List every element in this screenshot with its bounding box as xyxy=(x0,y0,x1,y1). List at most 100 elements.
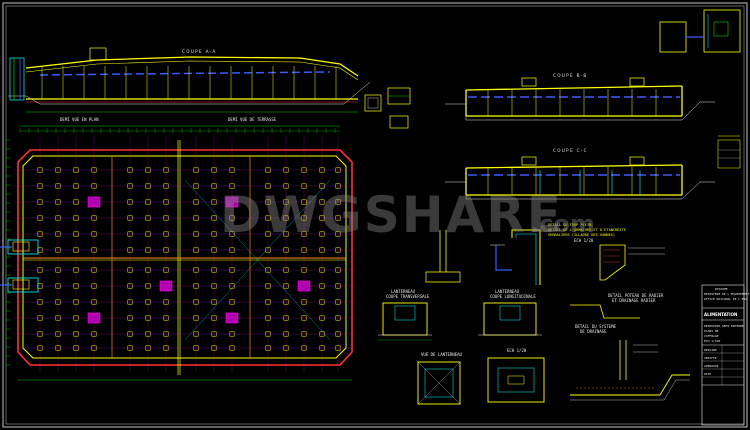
reservoir-plan: DEMI VUE EN PLAN DEMI VUE DE TERRASSE xyxy=(0,117,353,381)
plan-column-pad xyxy=(335,231,341,237)
lanterneau-a-title: LANTERNEAU xyxy=(391,289,416,294)
plan-column-pad xyxy=(229,183,235,189)
plan-column-pad xyxy=(319,283,325,289)
plan-column-pad xyxy=(265,167,271,173)
plan-column-pad xyxy=(301,299,307,305)
plan-column-pad xyxy=(55,247,61,253)
plan-column-pad xyxy=(319,247,325,253)
plan-column-pad xyxy=(193,215,199,221)
plan-column-pad xyxy=(163,199,169,205)
plan-column-pad xyxy=(127,247,133,253)
plan-column-pad xyxy=(283,267,289,273)
plan-column-pad xyxy=(193,267,199,273)
plan-column-pad xyxy=(163,183,169,189)
section-b-b: COUPE B-B xyxy=(445,73,715,121)
plan-column-pad xyxy=(211,299,217,305)
plan-column-pad xyxy=(229,167,235,173)
plan-column-pad xyxy=(265,331,271,337)
detail-vue-dessus-lanterneau: VUE DE LANTERNEAU xyxy=(417,352,463,405)
section-c-c: COUPE C-C xyxy=(445,148,715,200)
plan-column-pad xyxy=(301,315,307,321)
plan-column-pad xyxy=(55,267,61,273)
plan-column-pad xyxy=(335,167,341,173)
plan-column-pad xyxy=(229,267,235,273)
plan-column-pad xyxy=(319,167,325,173)
plan-column-pad xyxy=(283,299,289,305)
plan-column-pad xyxy=(91,345,97,351)
plan-column-pad xyxy=(127,167,133,173)
plan-column-pad xyxy=(145,345,151,351)
plan-column-pad xyxy=(55,331,61,337)
plan-column-pad xyxy=(211,215,217,221)
plan-column-pad xyxy=(55,299,61,305)
plan-column-pad xyxy=(319,299,325,305)
plan-column-pad xyxy=(163,215,169,221)
detail-small-column xyxy=(425,230,461,283)
plan-column-pad xyxy=(265,183,271,189)
plan-column-pad xyxy=(335,183,341,189)
plan-column-pad xyxy=(73,247,79,253)
plan-column-pad xyxy=(91,167,97,173)
title-block-header-2: MINISTERE DE L'EQUIPEMENT xyxy=(704,292,749,296)
vue-dessus-title: VUE DE LANTERNEAU xyxy=(421,352,463,357)
plan-column-pad xyxy=(211,331,217,337)
plan-column-pad xyxy=(55,167,61,173)
plan-column-pad xyxy=(127,231,133,237)
plan-column-pad xyxy=(301,167,307,173)
plan-column-pad xyxy=(301,183,307,189)
plan-column-pad xyxy=(283,283,289,289)
title-block-sig-1: DESSINE xyxy=(704,348,717,352)
plan-column-pad xyxy=(211,315,217,321)
plan-column-pad xyxy=(73,231,79,237)
plan-column-pad xyxy=(91,183,97,189)
plan-column-pad xyxy=(193,199,199,205)
plan-column-pad xyxy=(127,345,133,351)
plan-column-pad xyxy=(211,247,217,253)
plan-column-pad xyxy=(91,267,97,273)
plan-column-pad xyxy=(319,199,325,205)
plan-column-pad xyxy=(55,231,61,237)
detail-lanterneau-transversal: LANTERNEAU COUPE TRANSVERSALE xyxy=(378,289,432,341)
title-block-row-3: COFFRAGE xyxy=(704,334,719,338)
plan-column-pad xyxy=(55,199,61,205)
title-block-row-4: ECH 1/100 xyxy=(704,339,720,343)
plan-column-pad xyxy=(283,345,289,351)
title-block-row-2: PLANS DE xyxy=(704,329,719,333)
plan-column-pad xyxy=(283,167,289,173)
plan-column-pad xyxy=(145,247,151,253)
plan-column-pad xyxy=(283,183,289,189)
plan-column-pad xyxy=(229,247,235,253)
plan-column-pad xyxy=(193,345,199,351)
plan-column-pad xyxy=(265,215,271,221)
plan-column-pad xyxy=(91,331,97,337)
plan-column-pad xyxy=(229,283,235,289)
plan-column-pad xyxy=(301,199,307,205)
plan-column-pad xyxy=(163,345,169,351)
plan-column-pad xyxy=(283,315,289,321)
detail-trop-plein-title: DETAIL DU TROP PLEIN xyxy=(548,223,591,227)
plan-column-pad xyxy=(127,283,133,289)
plan-column-pad xyxy=(283,215,289,221)
detail-trop-plein-scale: ECH 1/20 xyxy=(574,238,594,243)
plan-column-pad xyxy=(265,283,271,289)
title-block-row-1: RESERVOIR SEMI ENTERRE xyxy=(704,324,744,328)
plan-column-pad xyxy=(211,199,217,205)
plan-column-pad xyxy=(37,315,43,321)
plan-column-pad xyxy=(163,315,169,321)
plan-column-pad xyxy=(37,247,43,253)
plan-column-pad xyxy=(37,345,43,351)
plan-column-pad xyxy=(229,331,235,337)
plan-column-pad xyxy=(283,199,289,205)
plan-column-pad xyxy=(145,231,151,237)
plan-column-pad xyxy=(37,331,43,337)
plan-column-pad xyxy=(211,283,217,289)
plan-column-pad xyxy=(265,199,271,205)
plan-column-pad xyxy=(55,183,61,189)
watermark-suffix: .com xyxy=(530,210,595,238)
plan-column-pad xyxy=(335,331,341,337)
plan-column-pad xyxy=(127,215,133,221)
plan-column-pad xyxy=(37,199,43,205)
plan-column-pad xyxy=(335,315,341,321)
plan-column-pad xyxy=(37,267,43,273)
